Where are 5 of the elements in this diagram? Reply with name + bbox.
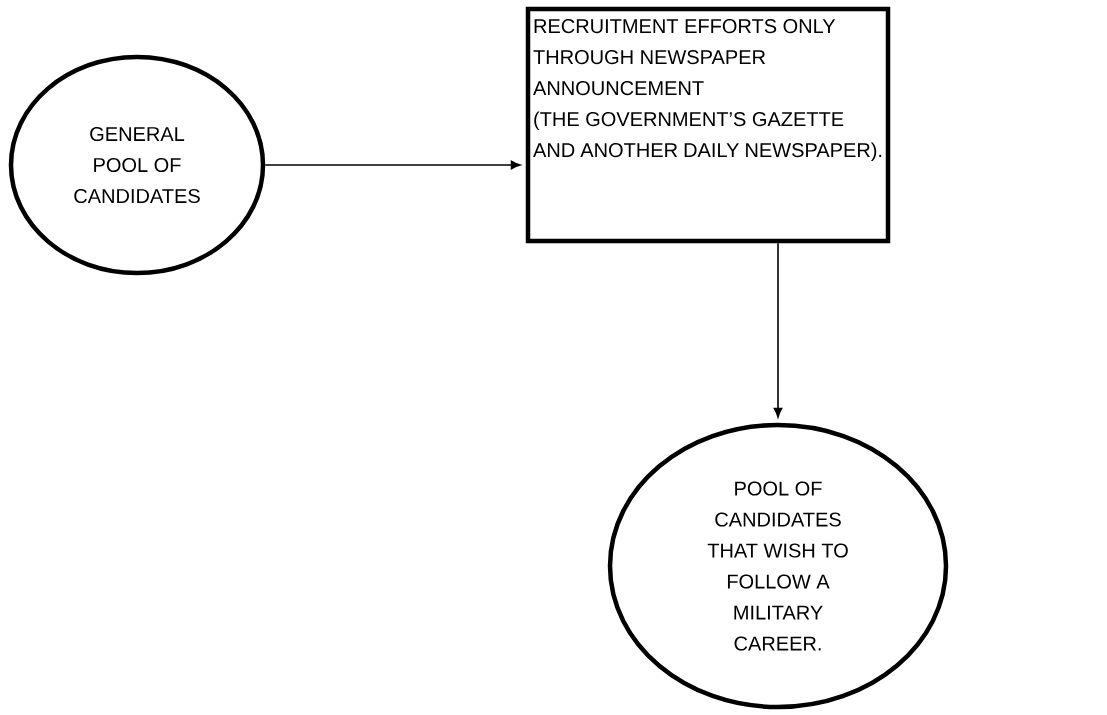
arrow (264, 160, 521, 170)
arrow (773, 242, 783, 418)
ellipse-node: GENERAL POOL OF CANDIDATES (8, 54, 266, 276)
process-box: RECRUITMENT EFFORTS ONLY THROUGH NEWSPAPER ANNOUNCEMENT (THE GOVERNMENT’S GAZETTE AND ANOTHER DAILY NEWSPAPER). (525, 6, 891, 244)
ellipse-node: POOL OF CANDIDATES THAT WISH TO FOLLOW A MILITARY CAREER. (607, 422, 949, 710)
